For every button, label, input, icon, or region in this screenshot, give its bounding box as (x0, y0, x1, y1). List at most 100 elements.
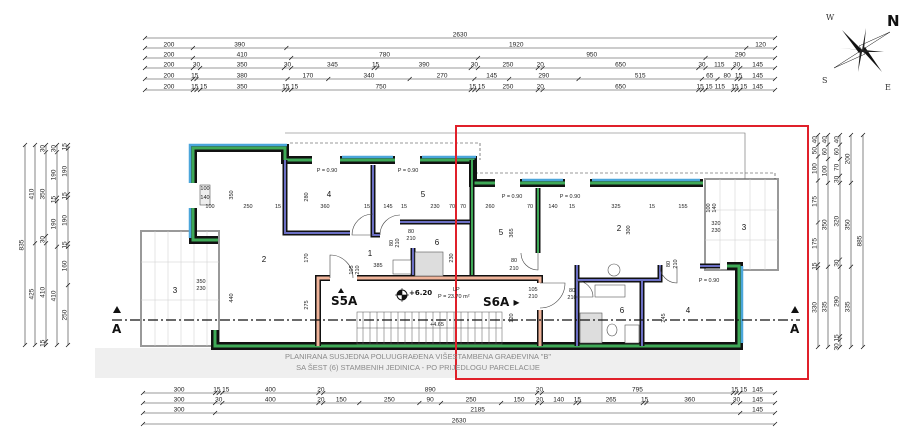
dimension-tick (815, 220, 821, 225)
dimension-value: 30 (40, 236, 47, 244)
dimension-value: 30 (733, 62, 741, 69)
door-swings (329, 213, 678, 309)
dimension-tick (65, 244, 71, 250)
dimension-value: 145 (752, 397, 763, 404)
dimension-tick (43, 240, 49, 246)
dimension-tick (825, 132, 831, 138)
dimension-tick (837, 333, 843, 339)
dimension-tick (281, 87, 287, 93)
dimension-value: 410 (51, 290, 58, 301)
dimension-tick (730, 87, 736, 93)
dimension-tick (190, 45, 196, 51)
dimension-value: 410 (40, 287, 47, 298)
room-number: 5 (421, 190, 426, 199)
elevation-marker-icon (338, 288, 409, 302)
dimension-value: 175 (812, 238, 819, 249)
dimension-value: 200 (164, 62, 175, 69)
dimension-value: 40 (822, 136, 829, 144)
dimension-tick (860, 132, 866, 138)
dimension-value: 30 (698, 62, 706, 69)
dimension-tick (815, 262, 821, 267)
dimension-tick (576, 76, 581, 82)
dimension-tick (320, 400, 326, 406)
dimension-tick (142, 45, 148, 51)
dimension-tick (815, 344, 821, 350)
dimension-tick (417, 400, 422, 406)
dimension-tick (285, 87, 290, 93)
room-number: 4 (327, 190, 332, 199)
dimension-value: 750 (376, 84, 387, 91)
dimension-tick (65, 282, 71, 288)
dimension-value: 145 (752, 73, 763, 80)
dimension-tick (140, 400, 146, 406)
opening-size: 80 (389, 240, 395, 246)
dimension-tick (837, 264, 843, 269)
dimension-value: 100 (822, 165, 829, 176)
dimension-tick (140, 421, 146, 427)
interior-dimension: 245 (661, 313, 667, 322)
dimension-value: 190 (51, 169, 58, 180)
left-dimension-chains: 8354104253035030410153019015190410151901… (19, 142, 71, 348)
dimension-tick (142, 55, 148, 61)
dimension-value: 170 (302, 73, 313, 80)
opening-size: 210 (355, 265, 361, 274)
dimension-value: 2630 (452, 418, 467, 425)
dimension-tick (703, 65, 708, 71)
interior-dimension: 15 (275, 204, 281, 210)
interior-dimension: 360 (320, 204, 329, 210)
interior-dimension: 365 (509, 228, 515, 237)
opening-size: 105 (528, 287, 537, 293)
dimension-tick (32, 342, 38, 348)
partition-walls (282, 160, 720, 346)
window-label: P = 0.90 (398, 168, 419, 174)
dimension-value: 250 (466, 397, 477, 404)
opening-size: 100 (200, 186, 209, 192)
dimension-value: 950 (586, 52, 597, 59)
dimension-value: 300 (174, 407, 185, 414)
dimension-tick (539, 390, 545, 396)
dimension-value: 300 (174, 397, 185, 404)
dimension-value: 30 (834, 343, 841, 351)
right-dimension-chains: 4050100175175153304060100350335406070303… (812, 132, 866, 351)
dimension-value: 390 (234, 42, 245, 49)
dimension-tick (848, 264, 854, 269)
dimension-value: 650 (615, 84, 626, 91)
dimension-tick (815, 142, 821, 147)
dimension-tick (375, 65, 380, 71)
entrance-label-s5a: S5A (331, 294, 358, 308)
dimension-tick (65, 191, 71, 197)
dimension-value: 20 (537, 62, 545, 69)
room-number: 4 (686, 306, 691, 315)
dimension-value: 380 (237, 73, 248, 80)
dimension-value: 270 (437, 73, 448, 80)
dimension-value: 890 (425, 387, 436, 394)
interior-dimension: 15 (649, 204, 655, 210)
dimension-value: 150 (514, 397, 525, 404)
dimension-value: 200 (845, 153, 852, 164)
dimension-value: 20 (317, 387, 325, 394)
dimension-tick (212, 410, 218, 416)
dimension-value: 400 (265, 387, 276, 394)
opening-size: 105 (349, 265, 355, 274)
dimension-value: 15 (372, 62, 380, 69)
dimension-value: 90 (427, 397, 435, 404)
dimension-tick (32, 240, 38, 246)
dimension-value: 190 (62, 166, 69, 177)
dimension-value: 885 (857, 235, 864, 246)
dimension-tick (54, 199, 60, 204)
dimension-tick (848, 344, 854, 350)
stair-elevation: +6.20 (409, 289, 432, 297)
compass-west: W (826, 13, 835, 22)
room-number: 3 (173, 286, 178, 295)
dimension-value: 100 (812, 163, 819, 174)
interior-dimension: 70 (449, 204, 455, 210)
dimension-tick (220, 400, 225, 406)
dimension-value: 175 (812, 196, 819, 207)
opening-size: 210 (509, 266, 518, 272)
dimension-value: 15 (740, 387, 748, 394)
dimension-tick (640, 400, 646, 406)
window-label: P = 0.90 (699, 278, 720, 284)
dimension-value: 40 (834, 136, 841, 144)
dimension-tick (573, 400, 578, 406)
